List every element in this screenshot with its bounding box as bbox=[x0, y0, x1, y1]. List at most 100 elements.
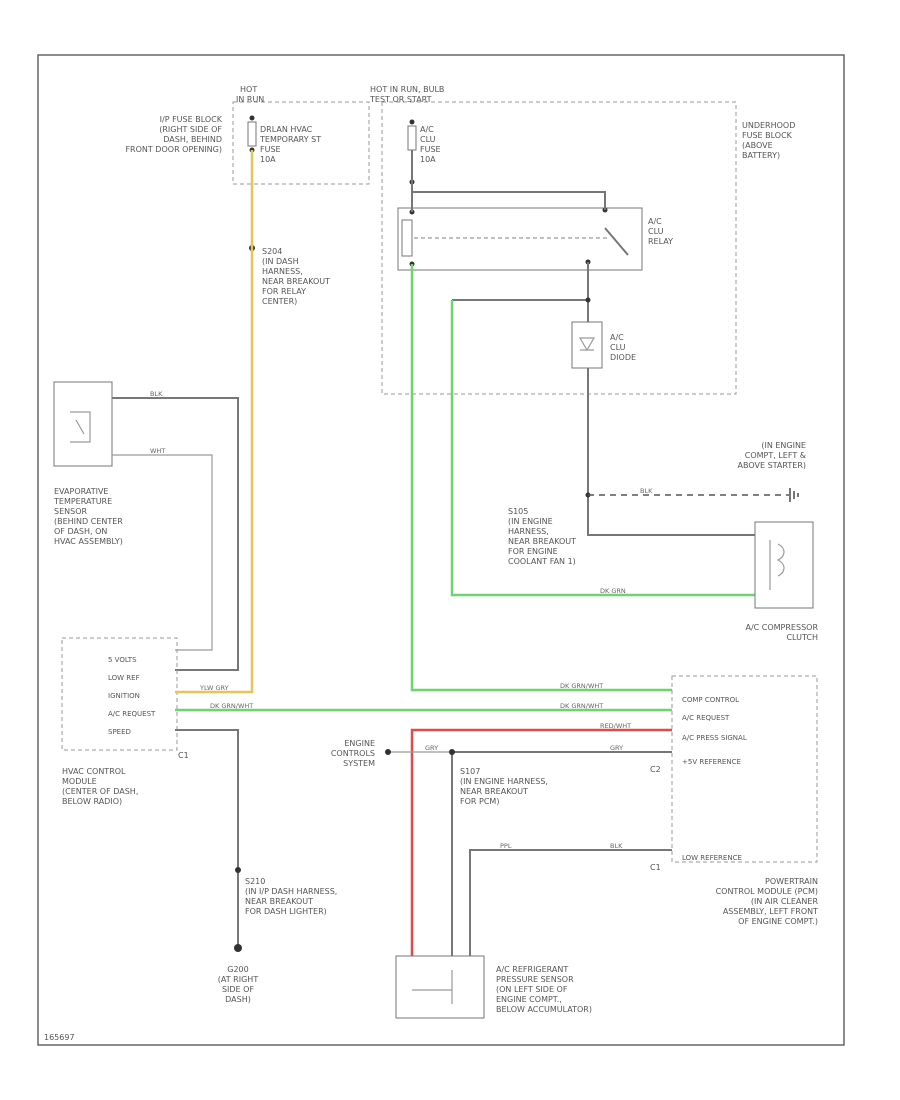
evap-sensor-blk-wire bbox=[112, 397, 239, 671]
svg-text:(AT RIGHT: (AT RIGHT bbox=[218, 975, 259, 984]
low-ref-wire-color-2: PPL bbox=[500, 842, 512, 850]
ip-fuse-icon bbox=[247, 121, 257, 147]
svg-text:HARNESS,: HARNESS, bbox=[508, 527, 549, 536]
svg-text:(RIGHT SIDE OF: (RIGHT SIDE OF bbox=[159, 125, 222, 134]
svg-text:FUSE: FUSE bbox=[260, 145, 281, 154]
svg-text:(ON LEFT SIDE OF: (ON LEFT SIDE OF bbox=[496, 985, 568, 994]
ac-diode-symbol bbox=[578, 337, 596, 352]
relay-switch-contact bbox=[604, 227, 629, 256]
svg-text:DASH): DASH) bbox=[225, 995, 251, 1004]
pcm-label: POWERTRAIN CONTROL MODULE (PCM) (IN AIR … bbox=[716, 877, 819, 926]
svg-text:TEMPERATURE: TEMPERATURE bbox=[53, 497, 112, 506]
svg-text:A/C REFRIGERANT: A/C REFRIGERANT bbox=[496, 965, 568, 974]
ac-fuse-label: A/C CLU FUSE 10A bbox=[420, 125, 441, 164]
svg-text:BELOW ACCUMULATOR): BELOW ACCUMULATOR) bbox=[496, 1005, 592, 1014]
pcm-connector-c2-label: C2 bbox=[650, 765, 661, 774]
underhood-fuse-block-label: UNDERHOOD FUSE BLOCK (ABOVE BATTERY) bbox=[742, 121, 795, 160]
relay-to-compressor-wire-green bbox=[450, 300, 755, 597]
diagram-frame bbox=[37, 54, 845, 1046]
comp-control-wire-green bbox=[410, 264, 672, 692]
pressure-sensor-box bbox=[395, 955, 485, 1019]
svg-text:ENGINE COMPT.,: ENGINE COMPT., bbox=[496, 995, 562, 1004]
pcm-pin-low-reference: LOW REFERENCE bbox=[682, 854, 742, 862]
svg-text:A/C: A/C bbox=[610, 333, 624, 342]
ip-hot-run-label: IN RUN bbox=[236, 95, 264, 104]
s210-label: S210 (IN I/P DASH HARNESS, NEAR BREAKOUT… bbox=[245, 877, 337, 916]
svg-text:NEAR BREAKOUT: NEAR BREAKOUT bbox=[460, 787, 528, 796]
svg-text:SENSOR: SENSOR bbox=[54, 507, 87, 516]
svg-text:(IN ENGINE: (IN ENGINE bbox=[508, 517, 553, 526]
engine-controls-arrow bbox=[385, 749, 391, 755]
s107-splice bbox=[449, 749, 455, 755]
svg-text:FRONT DOOR OPENING): FRONT DOOR OPENING) bbox=[125, 145, 222, 154]
g200-ground bbox=[234, 944, 242, 952]
pcm-pin-ac-request: A/C REQUEST bbox=[682, 714, 730, 722]
hvac-ground-wire bbox=[175, 729, 239, 948]
ac-request-wire-color: DK GRN/WHT bbox=[210, 702, 253, 710]
svg-text:10A: 10A bbox=[260, 155, 276, 164]
pcm-pin-ac-press-signal: A/C PRESS SIGNAL bbox=[682, 734, 747, 742]
ac-diode-box bbox=[571, 321, 603, 369]
svg-text:S105: S105 bbox=[508, 507, 528, 516]
svg-text:ENGINE: ENGINE bbox=[344, 739, 375, 748]
svg-text:ABOVE STARTER): ABOVE STARTER) bbox=[738, 461, 806, 470]
svg-text:FOR DASH LIGHTER): FOR DASH LIGHTER) bbox=[245, 907, 327, 916]
svg-text:HVAC ASSEMBLY): HVAC ASSEMBLY) bbox=[54, 537, 123, 546]
s105-label: S105 (IN ENGINE HARNESS, NEAR BREAKOUT F… bbox=[508, 507, 576, 566]
s204-label: S204 (IN DASH HARNESS, NEAR BREAKOUT FOR… bbox=[262, 247, 330, 306]
svg-text:SIDE OF: SIDE OF bbox=[222, 985, 254, 994]
uh-hot-label: HOT IN RUN, BULB bbox=[370, 85, 444, 94]
svg-text:A/C: A/C bbox=[648, 217, 662, 226]
s210-splice bbox=[235, 867, 241, 873]
svg-text:DIODE: DIODE bbox=[610, 353, 636, 362]
svg-text:CLU: CLU bbox=[420, 135, 436, 144]
ignition-wire-color: YLW GRY bbox=[199, 684, 229, 692]
svg-text:CLU: CLU bbox=[648, 227, 664, 236]
svg-text:(CENTER OF DASH,: (CENTER OF DASH, bbox=[62, 787, 138, 796]
svg-text:NEAR BREAKOUT: NEAR BREAKOUT bbox=[508, 537, 576, 546]
svg-text:FUSE BLOCK: FUSE BLOCK bbox=[742, 131, 793, 140]
g200-label: G200 (AT RIGHT SIDE OF DASH) bbox=[218, 965, 259, 1004]
svg-text:HVAC CONTROL: HVAC CONTROL bbox=[62, 767, 126, 776]
evap-sensor-box bbox=[53, 381, 113, 467]
svg-text:OF DASH, ON: OF DASH, ON bbox=[54, 527, 107, 536]
ac-relay-label: A/C CLU RELAY bbox=[648, 217, 673, 246]
diode-tap-junction bbox=[585, 297, 591, 303]
diode-to-ground-wire bbox=[587, 368, 755, 536]
pressure-sensor-symbol bbox=[412, 970, 453, 1004]
ac-fuse-icon bbox=[407, 125, 417, 151]
svg-text:FOR PCM): FOR PCM) bbox=[460, 797, 499, 806]
hvac-connector-label: C1 bbox=[178, 751, 189, 760]
svg-text:NEAR BREAKOUT: NEAR BREAKOUT bbox=[245, 897, 313, 906]
ip-fuse-block-outline bbox=[232, 101, 370, 185]
hvac-pin-ignition: IGNITION bbox=[108, 692, 140, 700]
engine-ground-symbol bbox=[789, 488, 799, 502]
svg-text:DASH, BEHIND: DASH, BEHIND bbox=[163, 135, 222, 144]
svg-text:CENTER): CENTER) bbox=[262, 297, 297, 306]
hvac-pin-5-volts: 5 VOLTS bbox=[108, 656, 137, 664]
evap-sensor-symbol bbox=[70, 411, 91, 443]
svg-text:SYSTEM: SYSTEM bbox=[343, 759, 375, 768]
evap-wht-wire-color: WHT bbox=[150, 447, 165, 455]
svg-text:TEMPORARY ST: TEMPORARY ST bbox=[259, 135, 321, 144]
uh-hot-label-2: TEST OR START bbox=[369, 95, 432, 104]
ac-relay-box bbox=[397, 207, 643, 271]
svg-text:HARNESS,: HARNESS, bbox=[262, 267, 303, 276]
compressor-wire-color: DK GRN bbox=[600, 587, 626, 595]
pressure-sensor-label: A/C REFRIGERANT PRESSURE SENSOR (ON LEFT… bbox=[496, 965, 592, 1014]
ip-fuse-terminal-top bbox=[249, 115, 255, 121]
svg-text:FUSE: FUSE bbox=[420, 145, 441, 154]
s107-label: S107 (IN ENGINE HARNESS, NEAR BREAKOUT F… bbox=[460, 767, 548, 806]
engine-ground-label: (IN ENGINE COMPT, LEFT & ABOVE STARTER) bbox=[738, 441, 806, 470]
compressor-coil-symbol bbox=[769, 540, 785, 590]
evap-sensor-label: EVAPORATIVE TEMPERATURE SENSOR (BEHIND C… bbox=[53, 487, 123, 546]
svg-text:A/C: A/C bbox=[420, 125, 434, 134]
svg-text:BELOW RADIO): BELOW RADIO) bbox=[62, 797, 122, 806]
hvac-module-label: HVAC CONTROL MODULE (CENTER OF DASH, BEL… bbox=[62, 767, 138, 806]
svg-text:POWERTRAIN: POWERTRAIN bbox=[765, 877, 818, 886]
hvac-module-outline bbox=[61, 637, 178, 751]
svg-text:COOLANT FAN 1): COOLANT FAN 1) bbox=[508, 557, 576, 566]
ip-hot-label: HOT bbox=[240, 85, 257, 94]
svg-text:(IN AIR CLEANER: (IN AIR CLEANER bbox=[751, 897, 819, 906]
svg-text:S204: S204 bbox=[262, 247, 282, 256]
